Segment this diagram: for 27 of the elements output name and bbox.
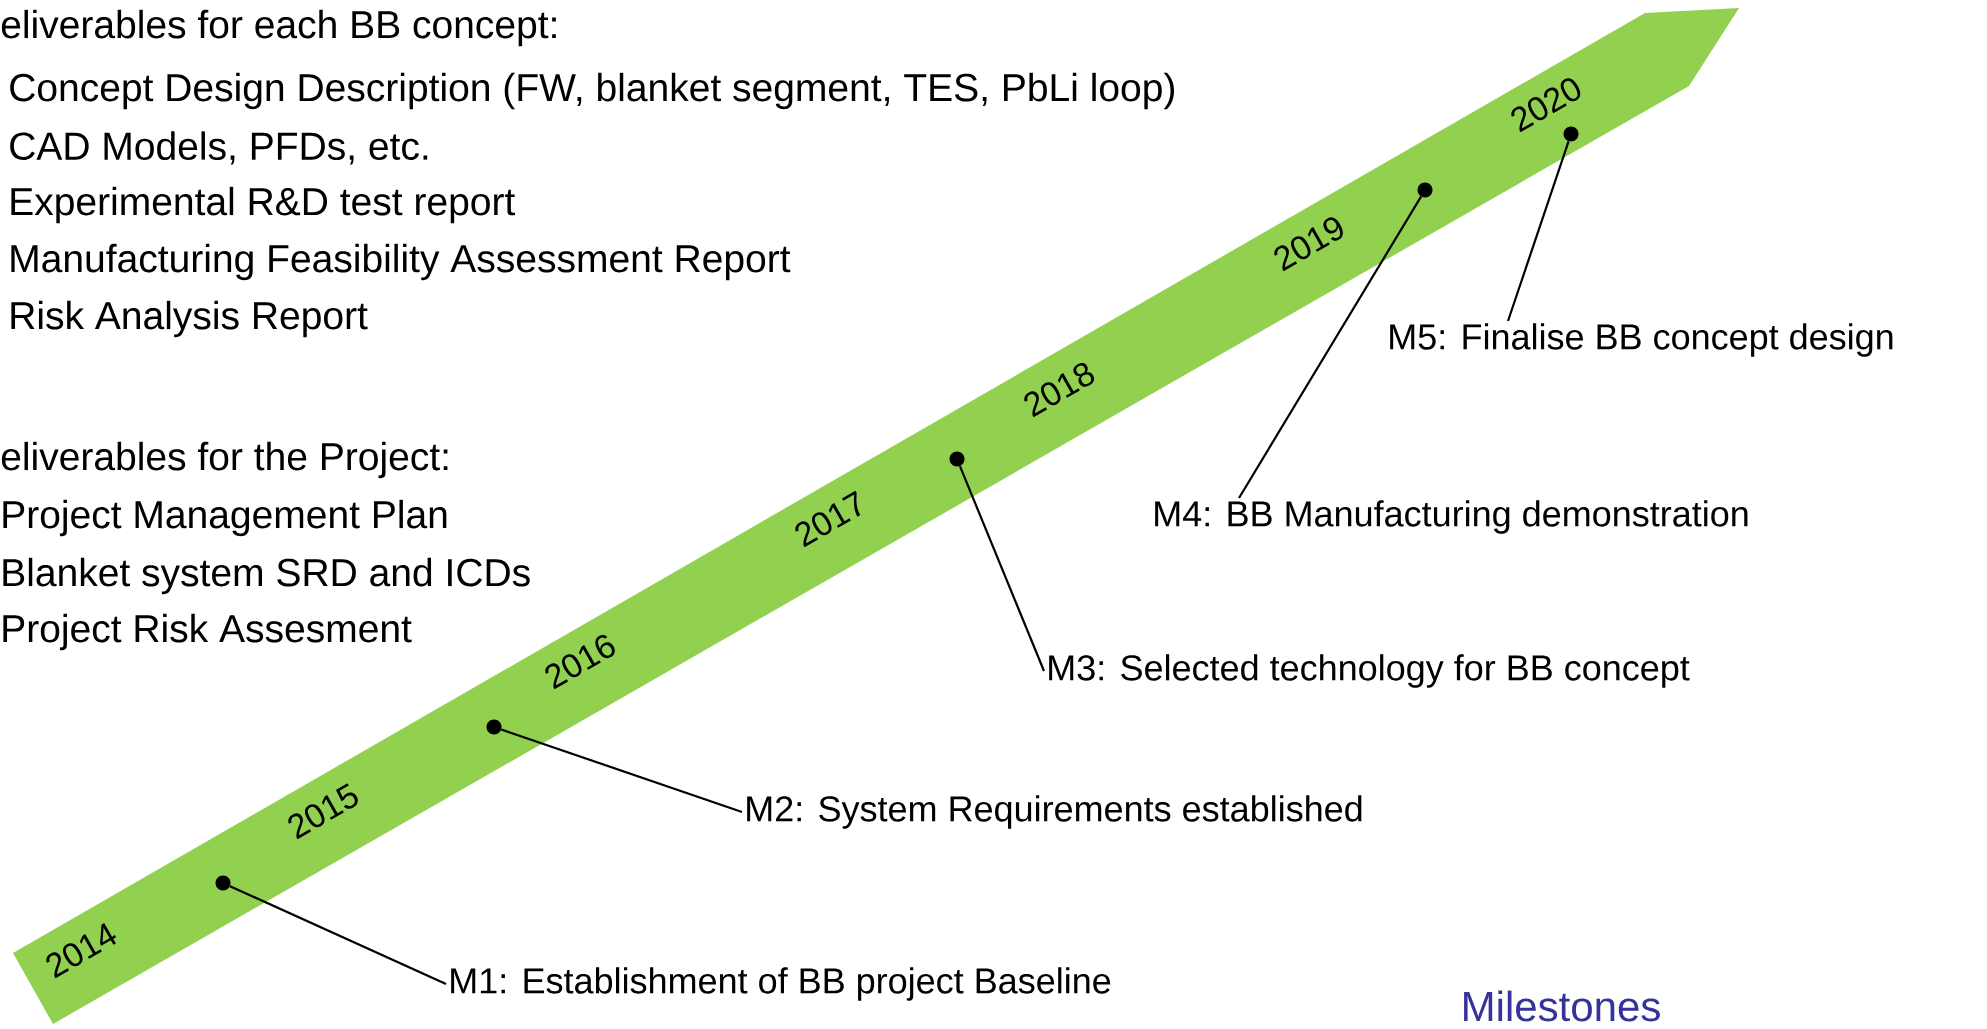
leader-line xyxy=(229,885,447,985)
leader-line xyxy=(1238,196,1422,499)
list-item: Concept Design Description (FW, blanket segment, TES, PbLi loop) xyxy=(10,72,1174,110)
list-item: Project Risk Assesment xyxy=(3,613,412,651)
milestone-dot xyxy=(486,719,502,735)
milestone-dot xyxy=(215,875,231,891)
milestone-label: M2: System Requirements established xyxy=(747,795,1362,829)
milestone-label: M3: Selected technology for BB concept xyxy=(1049,654,1690,688)
milestone-dot xyxy=(949,451,965,467)
milestone-label: M1: Establishment of BB project Baseline xyxy=(451,967,1111,1001)
list-item: Experimental R&D test report xyxy=(11,186,516,224)
list-item: CAD Models, PFDs, etc. xyxy=(10,131,428,165)
leader-line xyxy=(958,465,1046,672)
year-label: 2016 xyxy=(545,634,615,690)
list-item: Manufacturing Feasibility Assessment Report xyxy=(11,243,791,281)
leader-line xyxy=(500,728,743,814)
milestone-dot xyxy=(1417,182,1433,198)
year-label: 2015 xyxy=(288,783,358,840)
milestone-label: M4: BB Manufacturing demonstration xyxy=(1155,500,1748,534)
list-heading: eliverables for each BB concept: xyxy=(1,9,556,47)
section-title: Milestones xyxy=(1464,990,1660,1022)
list-item: Risk Analysis Report xyxy=(11,300,368,338)
year-label: 2020 xyxy=(1511,78,1581,133)
list-item: Project Management Plan xyxy=(3,499,447,537)
year-label: 2017 xyxy=(795,490,861,548)
list-heading: eliverables for the Project: xyxy=(1,441,448,479)
milestone-label: M5: Finalise BB concept design xyxy=(1390,323,1893,357)
